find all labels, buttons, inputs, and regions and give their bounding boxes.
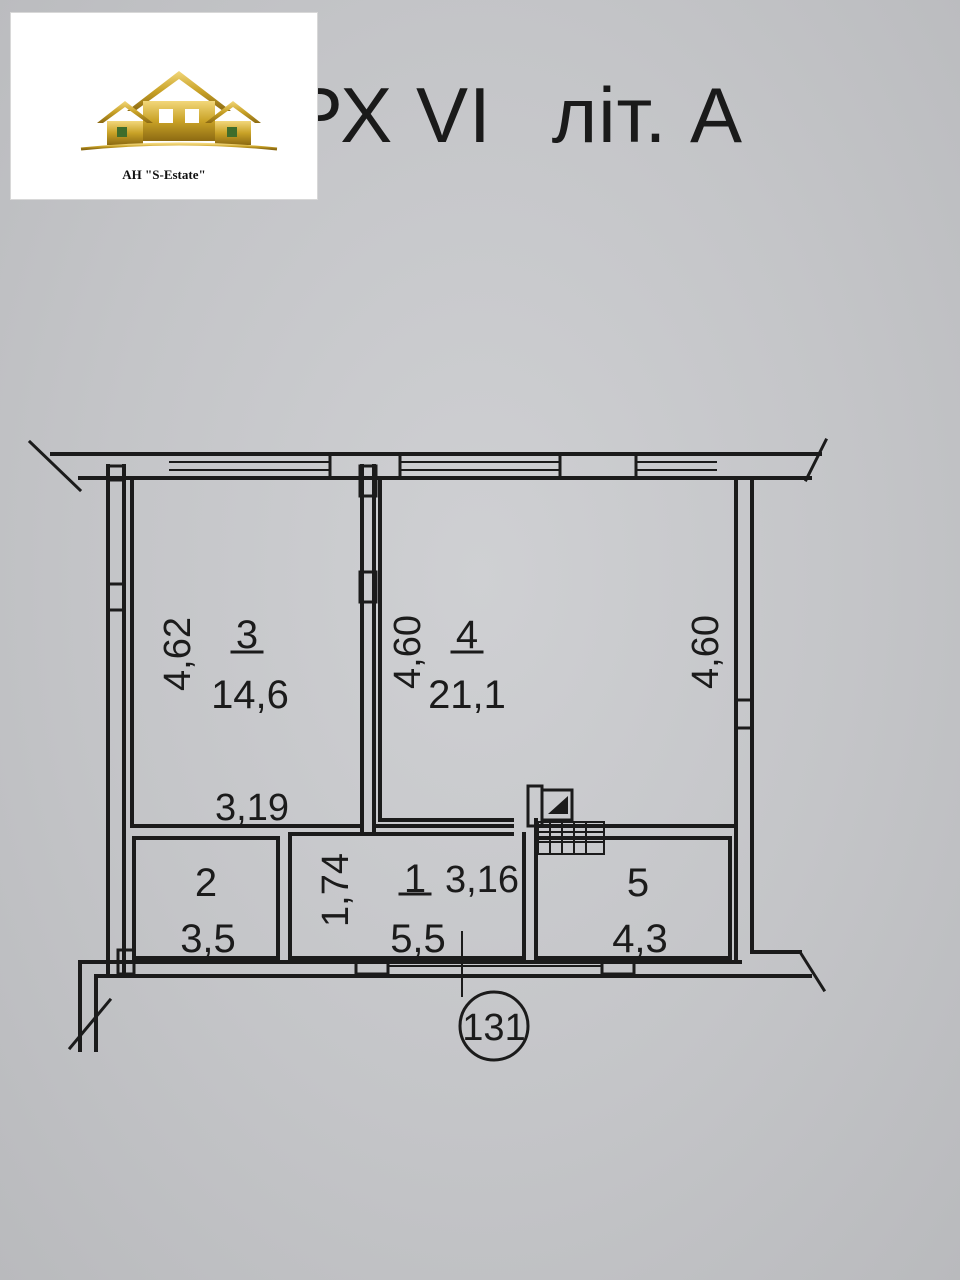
apartment-number: 131 <box>462 1007 525 1049</box>
room-1-area: 5,5 <box>390 917 446 961</box>
room-1-side-dim: 1,74 <box>315 853 357 927</box>
apartment-circle <box>458 990 530 1062</box>
room-4-left-dim: 4,60 <box>387 615 429 689</box>
house-logo-icon <box>80 71 278 151</box>
room-1-width-dim: 3,16 <box>445 859 519 901</box>
room-5-area: 4,3 <box>612 917 668 961</box>
room-4-number: 4 <box>456 613 478 657</box>
room-2-number: 2 <box>195 861 217 905</box>
agency-logo: АН "S-Estate" <box>10 12 318 200</box>
room-3-area: 14,6 <box>211 673 289 717</box>
room-3-width-dim: 3,19 <box>215 787 289 829</box>
room-5-number: 5 <box>627 861 649 905</box>
room-3-number: 3 <box>236 613 258 657</box>
room-3-side-dim: 4,62 <box>157 617 199 691</box>
room-1-number: 1 <box>404 857 426 901</box>
room-2-area: 3,5 <box>180 917 236 961</box>
shaft-icon <box>540 788 574 822</box>
room-4-area: 21,1 <box>428 673 506 717</box>
room-4-right-dim: 4,60 <box>685 615 727 689</box>
letter-label: літ. А <box>551 71 743 159</box>
logo-caption: АН "S-Estate" <box>122 167 206 182</box>
